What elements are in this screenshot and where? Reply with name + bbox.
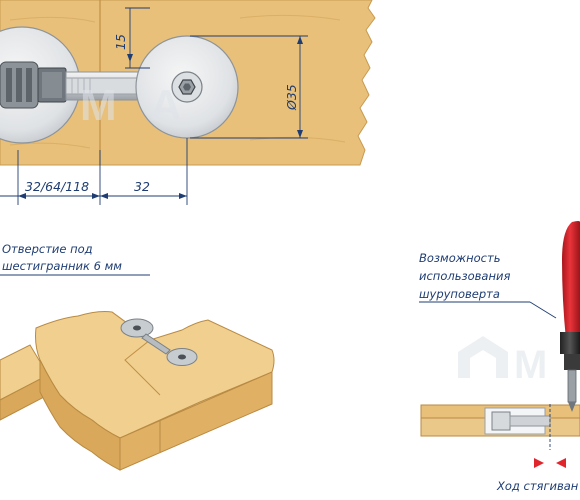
dim-diameter: Ø35 [284,84,299,111]
callout-screwdriver: Возможность использования шуруповерта [419,251,557,319]
callout-hex-line1: Отверстие под [2,242,93,256]
plan-view: M A [0,0,376,166]
iso-connector [120,318,198,366]
svg-text:M: M [514,343,547,387]
clamp-travel-arrows [534,458,566,468]
watermark-logo: M [458,336,547,387]
dim-height-15: 15 [113,34,128,50]
callout-screwdriver-line1: Возможность [419,251,500,265]
callout-hex-hole: Отверстие под шестигранник 6 мм [0,242,150,276]
screwdriver-illustration [560,221,580,412]
callout-clamp-travel: Ход стягиван [496,479,579,493]
dimensions [0,7,308,205]
dim-spacing: 32/64/118 [25,179,89,194]
dim-offset: 32 [134,179,150,194]
callout-screwdriver-line2: использования [419,269,510,283]
isometric-boards [0,311,275,471]
svg-text:M: M [80,81,117,130]
callout-hex-line2: шестигранник 6 мм [2,259,122,273]
svg-text:A: A [150,81,182,130]
callout-screwdriver-line3: шуруповерта [419,287,500,301]
section-board [420,404,580,450]
